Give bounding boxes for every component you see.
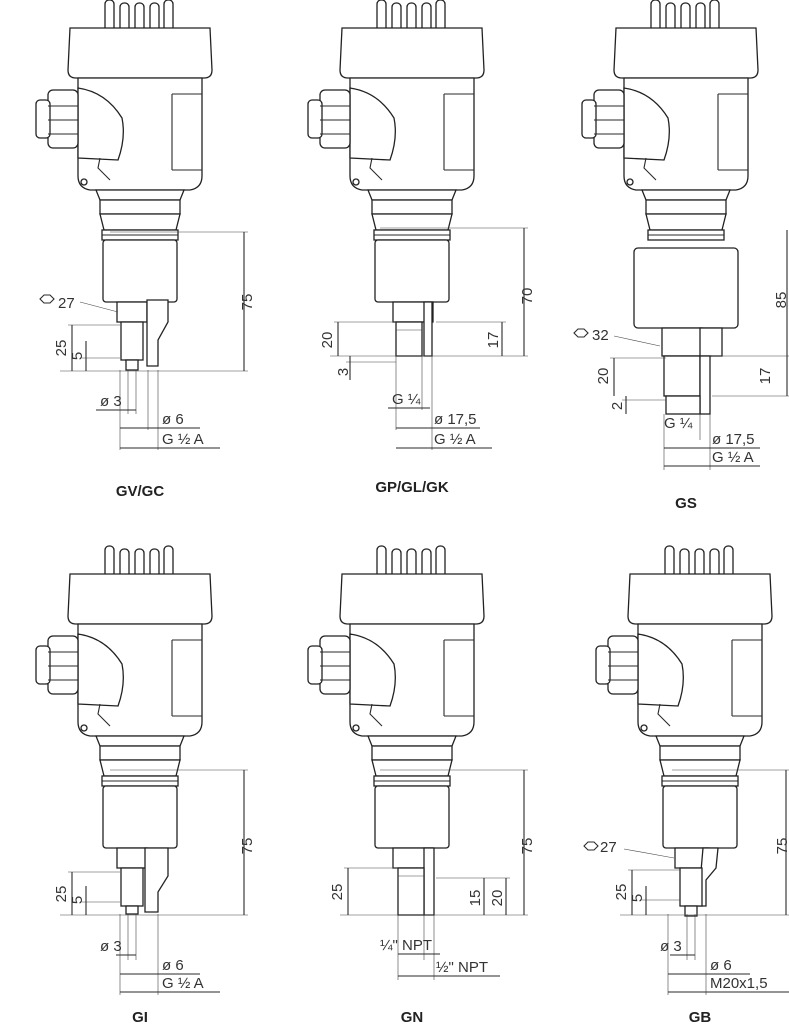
dim-hex: 27 — [58, 295, 75, 312]
dim-d1: 25 — [613, 884, 630, 901]
drawing-label: GV/GC — [116, 483, 165, 500]
drawing-label: GB — [689, 1009, 712, 1026]
dim-thread-small: G ¼ — [664, 415, 693, 432]
dim-d3: 17 — [757, 368, 774, 385]
drawing-gv-gc: 27 75 25 5 ø 3 ø 6 G ½ A GV/GC — [35, 0, 256, 500]
dim-d1: 25 — [53, 340, 70, 357]
dim-height: 70 — [519, 288, 536, 305]
drawing-label: GI — [132, 1009, 148, 1026]
dim-thread-small: G ¼ — [392, 391, 421, 408]
dim-height: 75 — [239, 294, 256, 311]
dim-height: 75 — [519, 838, 536, 855]
dim-height: 75 — [774, 838, 789, 855]
drawing-gb: 27 75 25 5 ø 3 ø 6 M20x1,5 GB — [583, 545, 789, 1026]
dim-thread: M20x1,5 — [710, 975, 768, 992]
dim-dia-small: ø 3 — [660, 938, 682, 955]
dim-thread: G ½ A — [712, 449, 754, 466]
dim-d1: 20 — [595, 368, 612, 385]
dim-thread: G ½ A — [162, 975, 204, 992]
dim-d2: 15 — [467, 890, 484, 907]
dim-hex: 32 — [592, 327, 609, 344]
drawing-label: GP/GL/GK — [375, 479, 449, 496]
dim-d2: 5 — [629, 894, 646, 902]
dim-d2: 3 — [335, 368, 352, 376]
dim-thread: G ½ A — [434, 431, 476, 448]
dim-dia-large: ø 6 — [162, 957, 184, 974]
dim-d1: 25 — [329, 884, 346, 901]
drawing-label: GN — [401, 1009, 424, 1026]
drawing-gi: 75 25 5 ø 3 ø 6 G ½ A GI — [35, 545, 256, 1026]
dim-thread: ½" NPT — [436, 959, 488, 976]
dim-dia-large: ø 17,5 — [712, 431, 755, 448]
dim-height: 75 — [239, 838, 256, 855]
dim-dia-large: ø 6 — [162, 411, 184, 428]
dim-d1: 20 — [319, 332, 336, 349]
drawing-gs: 32 85 20 2 17 G ¼ ø 17,5 G ½ A GS — [573, 0, 789, 512]
drawing-gp-gl-gk: 70 20 3 17 G ¼ ø 17,5 G ½ A GP/GL/GK — [307, 0, 536, 496]
dim-d2: 2 — [609, 402, 626, 410]
dim-dia-small: ø 3 — [100, 938, 122, 955]
dim-dia-small: ø 3 — [100, 393, 122, 410]
dim-thread-small: ¼" NPT — [380, 937, 432, 954]
dim-dia-large: ø 6 — [710, 957, 732, 974]
dim-thread: G ½ A — [162, 431, 204, 448]
dim-dia-large: ø 17,5 — [434, 411, 477, 428]
dim-d2: 5 — [69, 896, 86, 904]
dim-height: 85 — [773, 292, 789, 309]
drawing-gn: 75 25 15 20 ¼" NPT ½" NPT GN — [307, 545, 536, 1026]
drawing-label: GS — [675, 495, 697, 512]
dim-d3: 17 — [485, 332, 502, 349]
dim-hex: 27 — [600, 839, 617, 856]
dim-d3: 20 — [489, 890, 506, 907]
dim-d2: 5 — [69, 352, 86, 360]
dim-d1: 25 — [53, 886, 70, 903]
